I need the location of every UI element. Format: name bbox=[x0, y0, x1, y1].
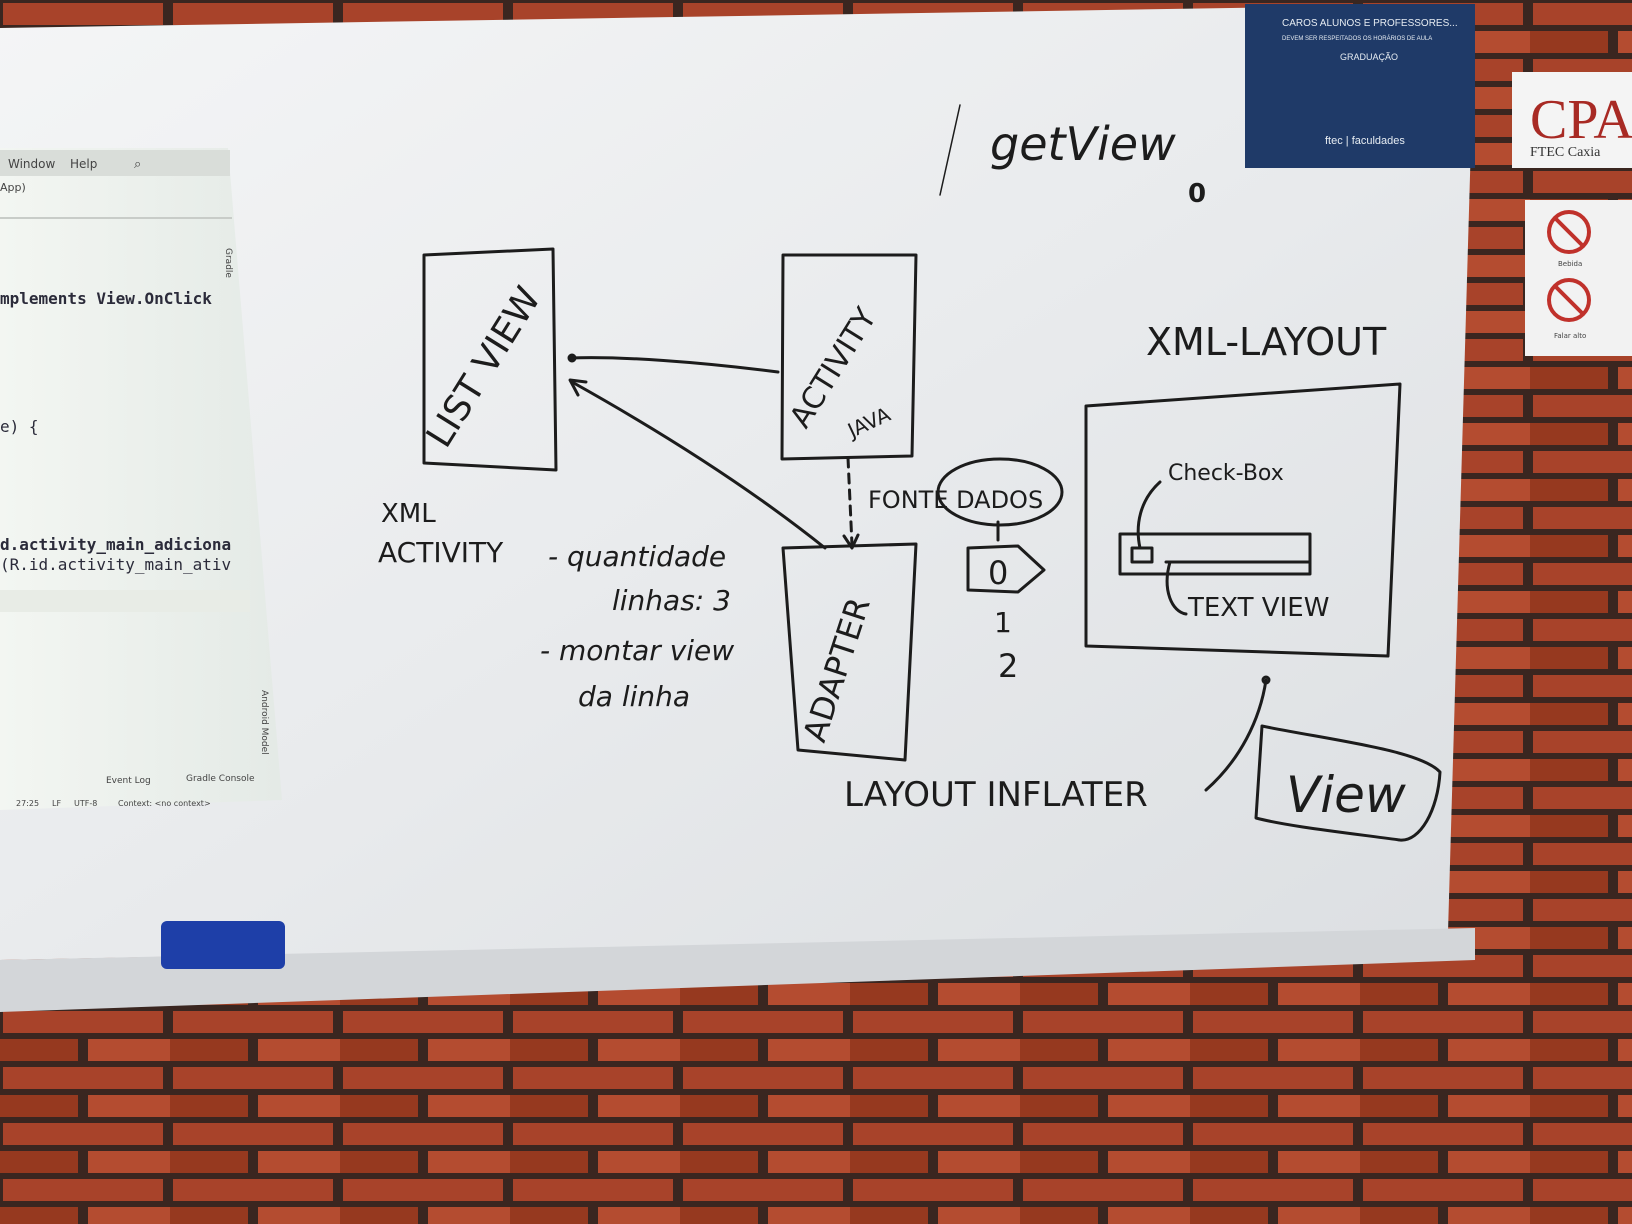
xml-layout-title: XML-LAYOUT bbox=[1146, 320, 1387, 364]
xml-layout-box bbox=[1084, 382, 1402, 658]
note-line: - quantidade bbox=[548, 540, 726, 573]
layout-inflater-label: LAYOUT INFLATER bbox=[844, 775, 1148, 815]
ide-tab-event-log: Event Log bbox=[106, 776, 151, 786]
prohibition-signs: Bebida Falar alto bbox=[1525, 200, 1632, 356]
ide-tab-gradle-console: Gradle Console bbox=[186, 774, 255, 784]
view-box bbox=[1254, 724, 1442, 842]
slash-mark bbox=[939, 104, 961, 196]
ide-menu-window: Window bbox=[8, 157, 56, 171]
search-icon: ⌕ bbox=[134, 157, 141, 172]
listview-box bbox=[422, 247, 558, 472]
ide-side-tab-gradle: Gradle bbox=[223, 248, 233, 278]
inflater-arrow bbox=[1204, 678, 1268, 792]
sign-label-noise: Falar alto bbox=[1554, 332, 1586, 340]
activity-box bbox=[780, 253, 918, 461]
ide-tab: App) bbox=[0, 181, 26, 194]
dashed-arrow-activity-to-adapter bbox=[846, 456, 854, 547]
note-line: linhas: 3 bbox=[612, 584, 731, 617]
arrow-activity-to-listview bbox=[568, 356, 780, 374]
code-line: mplements View.OnClick bbox=[0, 289, 212, 308]
index-value-1: 1 bbox=[994, 606, 1012, 639]
poster-heading: CAROS ALUNOS E PROFESSORES... bbox=[1282, 18, 1458, 29]
ide-status-encoding: UTF-8 bbox=[74, 799, 97, 808]
index-value-2: 2 bbox=[998, 647, 1018, 685]
zero-mark: 0 bbox=[1188, 179, 1206, 209]
ide-status-position: 27:25 bbox=[16, 799, 39, 808]
ide-menu-help: Help bbox=[70, 157, 97, 171]
getview-text: getView bbox=[990, 117, 1176, 171]
adapter-box bbox=[781, 542, 918, 762]
poster: CAROS ALUNOS E PROFESSORES... DEVEM SER … bbox=[1245, 4, 1475, 168]
view-label: View bbox=[1286, 766, 1406, 824]
poster-subheading: DEVEM SER RESPEITADOS OS HORÁRIOS DE AUL… bbox=[1282, 35, 1432, 42]
textview-pointer bbox=[1165, 560, 1188, 616]
projected-ide-window: Window Help ⌕ App) mplements View.OnClic… bbox=[0, 148, 282, 810]
textview-label: TEXT VIEW bbox=[1187, 593, 1329, 623]
cpa-title: CPA bbox=[1530, 89, 1632, 151]
xml-activity-label: ACTIVITY bbox=[378, 536, 504, 569]
code-line: e) { bbox=[0, 417, 39, 436]
fonte-dados-ellipse bbox=[936, 457, 1064, 527]
index-box bbox=[966, 544, 1046, 594]
note-line: - montar view bbox=[540, 634, 734, 667]
checkbox-pointer bbox=[1136, 480, 1162, 550]
fonte-dados-label: FONTE DADOS bbox=[868, 486, 1043, 514]
arrow-adapter-to-listview bbox=[570, 380, 827, 550]
code-line: d.activity_main_adiciona bbox=[0, 535, 231, 554]
whiteboard-tray bbox=[0, 928, 1475, 1012]
sign-label-drink: Bebida bbox=[1558, 260, 1582, 268]
poster-brand: ftec | faculdades bbox=[1325, 135, 1405, 147]
code-line: (R.id.activity_main_ativ bbox=[0, 555, 231, 574]
checkbox-label: Check-Box bbox=[1168, 461, 1284, 486]
eraser[interactable] bbox=[161, 921, 285, 969]
ide-status-lineending: LF bbox=[52, 799, 61, 808]
index-value-0: 0 bbox=[988, 554, 1008, 592]
note-line: da linha bbox=[578, 680, 690, 713]
cpa-subtitle: FTEC Caxia bbox=[1530, 145, 1601, 160]
poster-section: GRADUAÇÃO bbox=[1340, 52, 1398, 62]
row-bar bbox=[1118, 532, 1312, 576]
checkbox-square bbox=[1130, 546, 1154, 564]
ide-status-context: Context: <no context> bbox=[118, 799, 211, 808]
cpa-sign: CPA FTEC Caxia bbox=[1512, 72, 1632, 168]
ide-side-tab-android-model: Android Model bbox=[259, 690, 269, 755]
xml-label: XML bbox=[381, 499, 436, 529]
